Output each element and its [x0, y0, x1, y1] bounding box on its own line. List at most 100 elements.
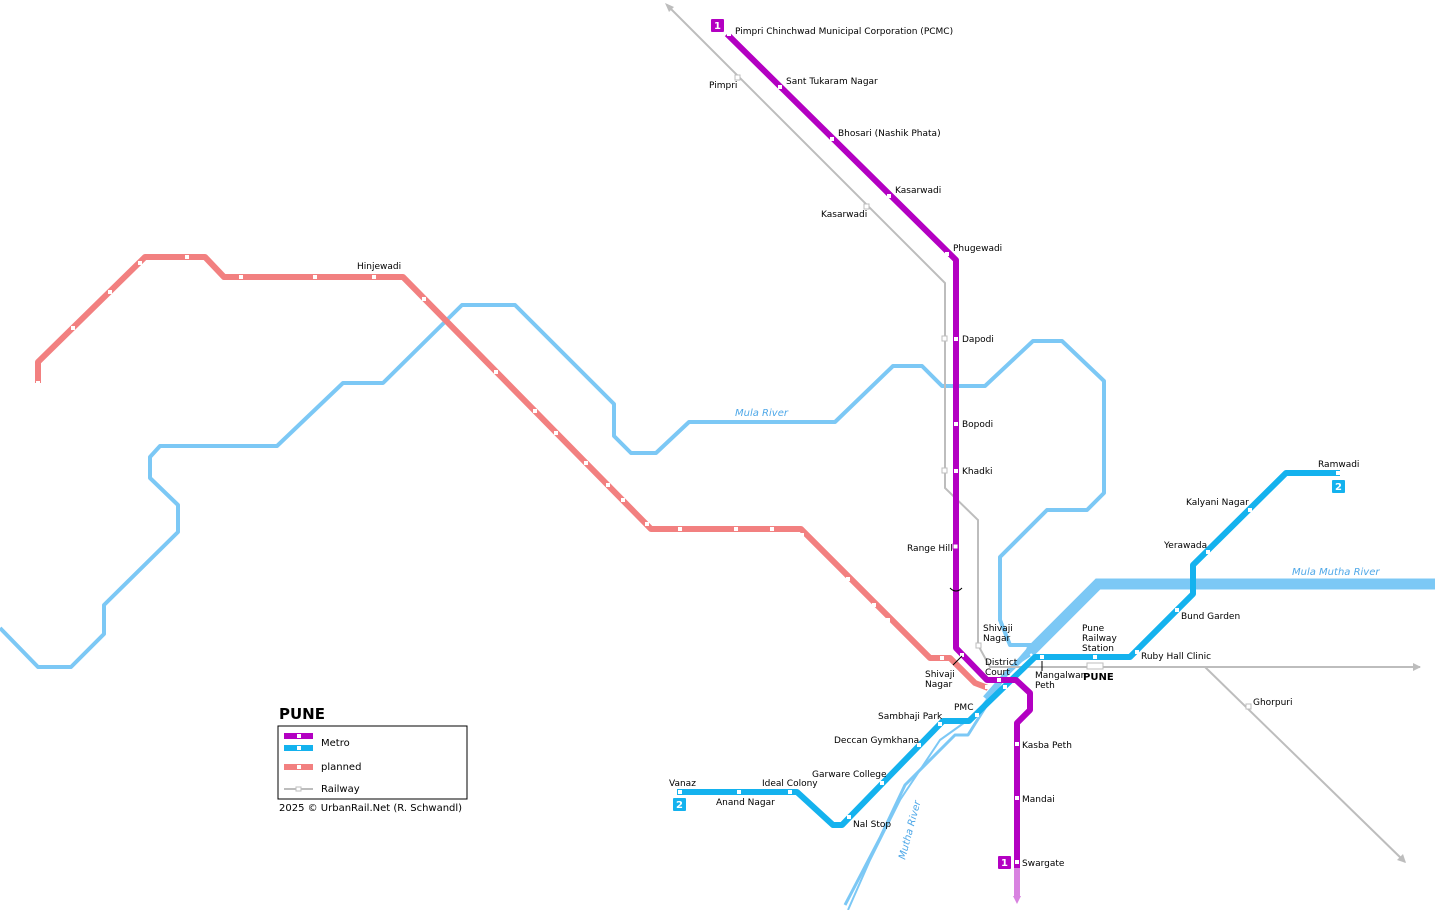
planned-stop — [71, 326, 75, 330]
label-kasarwadi: Kasarwadi — [895, 186, 941, 196]
stop-nal-stop — [847, 815, 851, 819]
planned-stops — [36, 255, 989, 689]
legend-planned-label: planned — [321, 762, 361, 773]
river-mula-mutha — [1026, 578, 1435, 656]
legend-railway-swatch-stop — [295, 786, 302, 792]
label-range-hill: Range Hill — [907, 544, 953, 554]
planned-stop — [886, 618, 890, 622]
stop-kasarwadi — [887, 194, 891, 198]
stop-garware-college — [880, 781, 884, 785]
line1-extension-arrow — [1013, 896, 1021, 904]
line1-stops — [727, 32, 1019, 864]
line2-badge-west: 2 — [673, 798, 686, 811]
railway-stop-ghorpuri — [1245, 703, 1252, 710]
railway-stop-shivaji-nagar — [975, 642, 982, 649]
planned-stop — [800, 533, 804, 537]
planned-stop — [985, 685, 989, 689]
stop-ruby-hall-clinic — [1135, 650, 1139, 654]
planned-stop — [108, 290, 112, 294]
label-pcmc: Pimpri Chinchwad Municipal Corporation (… — [735, 27, 953, 37]
label-dapodi: Dapodi — [962, 335, 994, 345]
line2-badge-east-box — [1332, 480, 1345, 493]
label-kalyani-nagar: Kalyani Nagar — [1186, 498, 1249, 508]
stop-pcmc — [727, 32, 731, 36]
stop-phugewadi — [945, 252, 949, 256]
label-yerawada: Yerawada — [1163, 541, 1207, 551]
planned-stop — [770, 527, 774, 531]
metro-line-2: 2 2 Vanaz Anand Nagar Ideal Colony Nal S… — [669, 460, 1359, 830]
rail-label-pimpri: Pimpri — [709, 81, 737, 91]
river-label-mula-mutha: Mula Mutha River — [1292, 567, 1380, 578]
label-sant-tukaram-nagar: Sant Tukaram Nagar — [786, 77, 878, 87]
stop-pune-railway-station — [1093, 655, 1097, 659]
stop-bund-garden — [1175, 608, 1179, 612]
planned-stop — [734, 527, 738, 531]
label-deccan-gymkhana: Deccan Gymkhana — [834, 736, 919, 746]
stop-ramwadi — [1336, 471, 1340, 475]
planned-stop — [422, 297, 426, 301]
label-swargate: Swargate — [1022, 859, 1065, 869]
metro-line-1: 1 1 Pimpri Chinchwad Municipal Corporati… — [711, 19, 1072, 904]
label-bhosari: Bhosari (Nashik Phata) — [838, 129, 941, 139]
line1-path — [724, 31, 1033, 868]
stop-yerawada — [1206, 550, 1210, 554]
stop-shivaji-nagar — [960, 653, 964, 657]
railway-stop-kasarwadi — [863, 203, 870, 210]
stop-range-hill — [952, 543, 959, 550]
planned-stop — [678, 527, 682, 531]
rail-label-pune: PUNE — [1083, 672, 1114, 683]
line1-badge-south: 1 — [998, 856, 1011, 869]
label-nal-stop: Nal Stop — [853, 820, 891, 830]
label-ideal-colony: Ideal Colony — [762, 779, 818, 789]
railway-arrow-southeast — [1397, 854, 1406, 863]
legend-metro-swatch-l1-stop — [297, 734, 301, 738]
planned-stop — [138, 261, 142, 265]
planned-stop-hinjewadi — [372, 275, 376, 279]
label-ramwadi: Ramwadi — [1318, 460, 1359, 470]
line1-badge-south-box — [998, 856, 1011, 869]
planned-stop — [846, 577, 850, 581]
planned-stop — [36, 381, 40, 385]
credit: 2025 © UrbanRail.Net (R. Schwandl) — [279, 803, 462, 814]
line2-stops — [678, 471, 1340, 819]
railway-stop-dapodi — [941, 335, 948, 342]
stop-swargate — [1015, 860, 1019, 864]
label-garware-college: Garware College — [812, 770, 887, 780]
planned-stop — [584, 461, 588, 465]
planned-stop — [554, 431, 558, 435]
legend-metro-label: Metro — [321, 738, 350, 749]
label-khadki: Khadki — [962, 467, 993, 477]
map-title: PUNE — [279, 705, 325, 723]
line2-path — [677, 470, 1340, 828]
depot-marker — [949, 587, 963, 592]
railway-arrow-northwest — [665, 3, 674, 12]
railway-stop-pune — [1086, 662, 1104, 670]
rivers: Mula River Mula Mutha River Mutha River — [0, 303, 1435, 910]
label-bopodi: Bopodi — [962, 420, 993, 430]
label-anand-nagar: Anand Nagar — [716, 798, 775, 808]
stop-anand-nagar — [737, 790, 741, 794]
stop-mandai — [1015, 796, 1019, 800]
label-pmc: PMC — [954, 703, 973, 713]
stop-district-court — [997, 678, 1001, 682]
rail-label-ghorpuri: Ghorpuri — [1253, 698, 1293, 708]
legend-railway-label: Railway — [321, 784, 360, 795]
label-sambhaji-park: Sambhaji Park — [878, 712, 943, 722]
railway-stop-pimpri — [734, 74, 741, 81]
line1-badge-south-text: 1 — [1001, 858, 1008, 869]
stop-civil-court-l2 — [1003, 685, 1007, 689]
stop-dapodi — [954, 337, 958, 341]
planned-stop — [621, 498, 625, 502]
railway-ghorpuri-branch — [1204, 666, 1406, 863]
stop-deccan-gymkhana — [917, 743, 921, 747]
planned-stop — [872, 603, 876, 607]
label-hinjewadi: Hinjewadi — [357, 262, 401, 272]
stop-sambhaji-park — [938, 722, 942, 726]
river-label-mula: Mula River — [735, 408, 789, 419]
label-vanaz: Vanaz — [669, 779, 696, 789]
line2-badge-west-box — [673, 798, 686, 811]
